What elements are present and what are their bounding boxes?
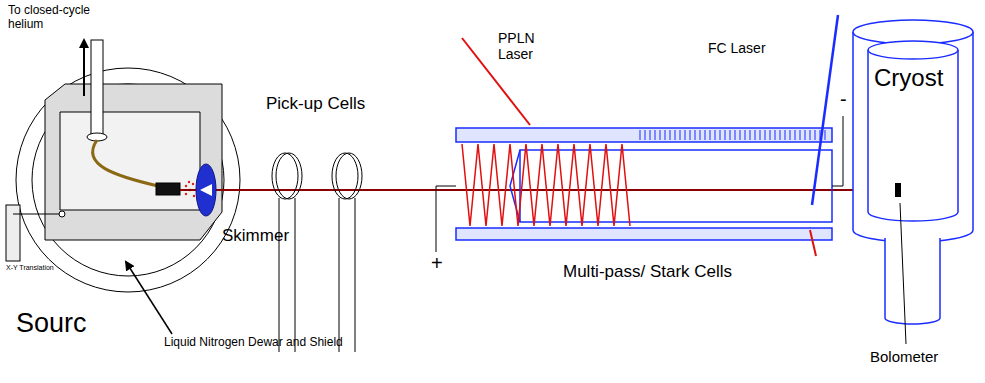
part-label: Bolometer [870, 348, 938, 365]
gas-line [93, 140, 158, 186]
polarity-sign: + [430, 252, 444, 275]
dewar-inner [60, 112, 200, 210]
flow-label: To closed-cycle helium [8, 4, 118, 32]
translation-rod [13, 214, 62, 215]
skimmer-cone [200, 184, 212, 196]
laser-label: PPLN Laser [498, 30, 550, 62]
minus-wire [832, 116, 843, 186]
part-label: X-Y Translation [6, 264, 54, 272]
part-label: Pick-up Cells [266, 94, 365, 114]
dewar-pointer [126, 262, 172, 334]
plate-hatching [640, 130, 825, 140]
translation-knob [59, 211, 65, 217]
part-label: Liquid Nitrogen Dewar and Shield [164, 336, 354, 350]
polarity-sign: - [839, 88, 848, 111]
laser-label: FC Laser [708, 40, 766, 56]
helium-arrow [83, 40, 85, 96]
cold-head-flange [87, 133, 107, 141]
bolometer [895, 183, 901, 197]
skimmer [196, 164, 216, 216]
cold-head-tube [91, 40, 103, 135]
xy-translation-plate [6, 205, 20, 261]
source-chamber [16, 68, 240, 292]
bolometer-leader [900, 203, 906, 344]
source-shield [32, 84, 224, 276]
fc-laser-beam [812, 15, 838, 205]
lower-mirror-plate [456, 228, 832, 240]
dewar-housing [45, 84, 222, 240]
cryostat-body: Cryost [872, 62, 945, 94]
part-label: Skimmer [222, 226, 289, 246]
part-label: Multi-pass/ Stark Cells [563, 262, 732, 282]
nozzle [156, 183, 180, 195]
ppln-exit [810, 230, 816, 256]
cryostat [853, 20, 973, 324]
section-title: Sourc [16, 308, 87, 339]
pickup-cells [272, 153, 362, 352]
upper-mirror-plate [456, 128, 832, 142]
node-text: Cryost [874, 64, 943, 92]
laser-multipass [462, 144, 630, 226]
plus-wire [436, 186, 456, 252]
